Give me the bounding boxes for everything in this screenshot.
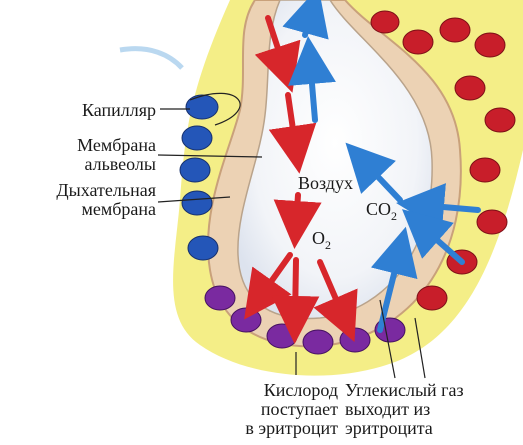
label-co2-exits-2: выходит из [345, 400, 430, 418]
label-alveolar-membrane-2: альвеолы [10, 155, 156, 173]
o2-subscript: 2 [325, 238, 331, 252]
label-oxygen-enters-3: в эритроцит [190, 419, 338, 437]
label-alveolar-membrane-1: Мембрана [10, 136, 156, 154]
label-respiratory-membrane-2: мембрана [10, 200, 156, 218]
incoming-flow-arrow [120, 49, 182, 68]
label-o2: O2 [312, 229, 331, 249]
label-oxygen-enters-2: поступает [190, 400, 338, 418]
label-co2-exits-3: эритроцита [345, 419, 433, 437]
label-air: Воздух [298, 174, 353, 192]
label-oxygen-enters-1: Кислород [190, 381, 338, 399]
label-capillary: Капилляр [10, 101, 156, 119]
co2-subscript: 2 [391, 209, 397, 223]
o2-main: O [312, 228, 325, 248]
co2-main: CO [366, 199, 391, 219]
label-respiratory-membrane-1: Дыхательная [4, 181, 156, 199]
label-co2-exits-1: Углекислый газ [345, 381, 464, 399]
label-co2: CO2 [366, 200, 397, 220]
